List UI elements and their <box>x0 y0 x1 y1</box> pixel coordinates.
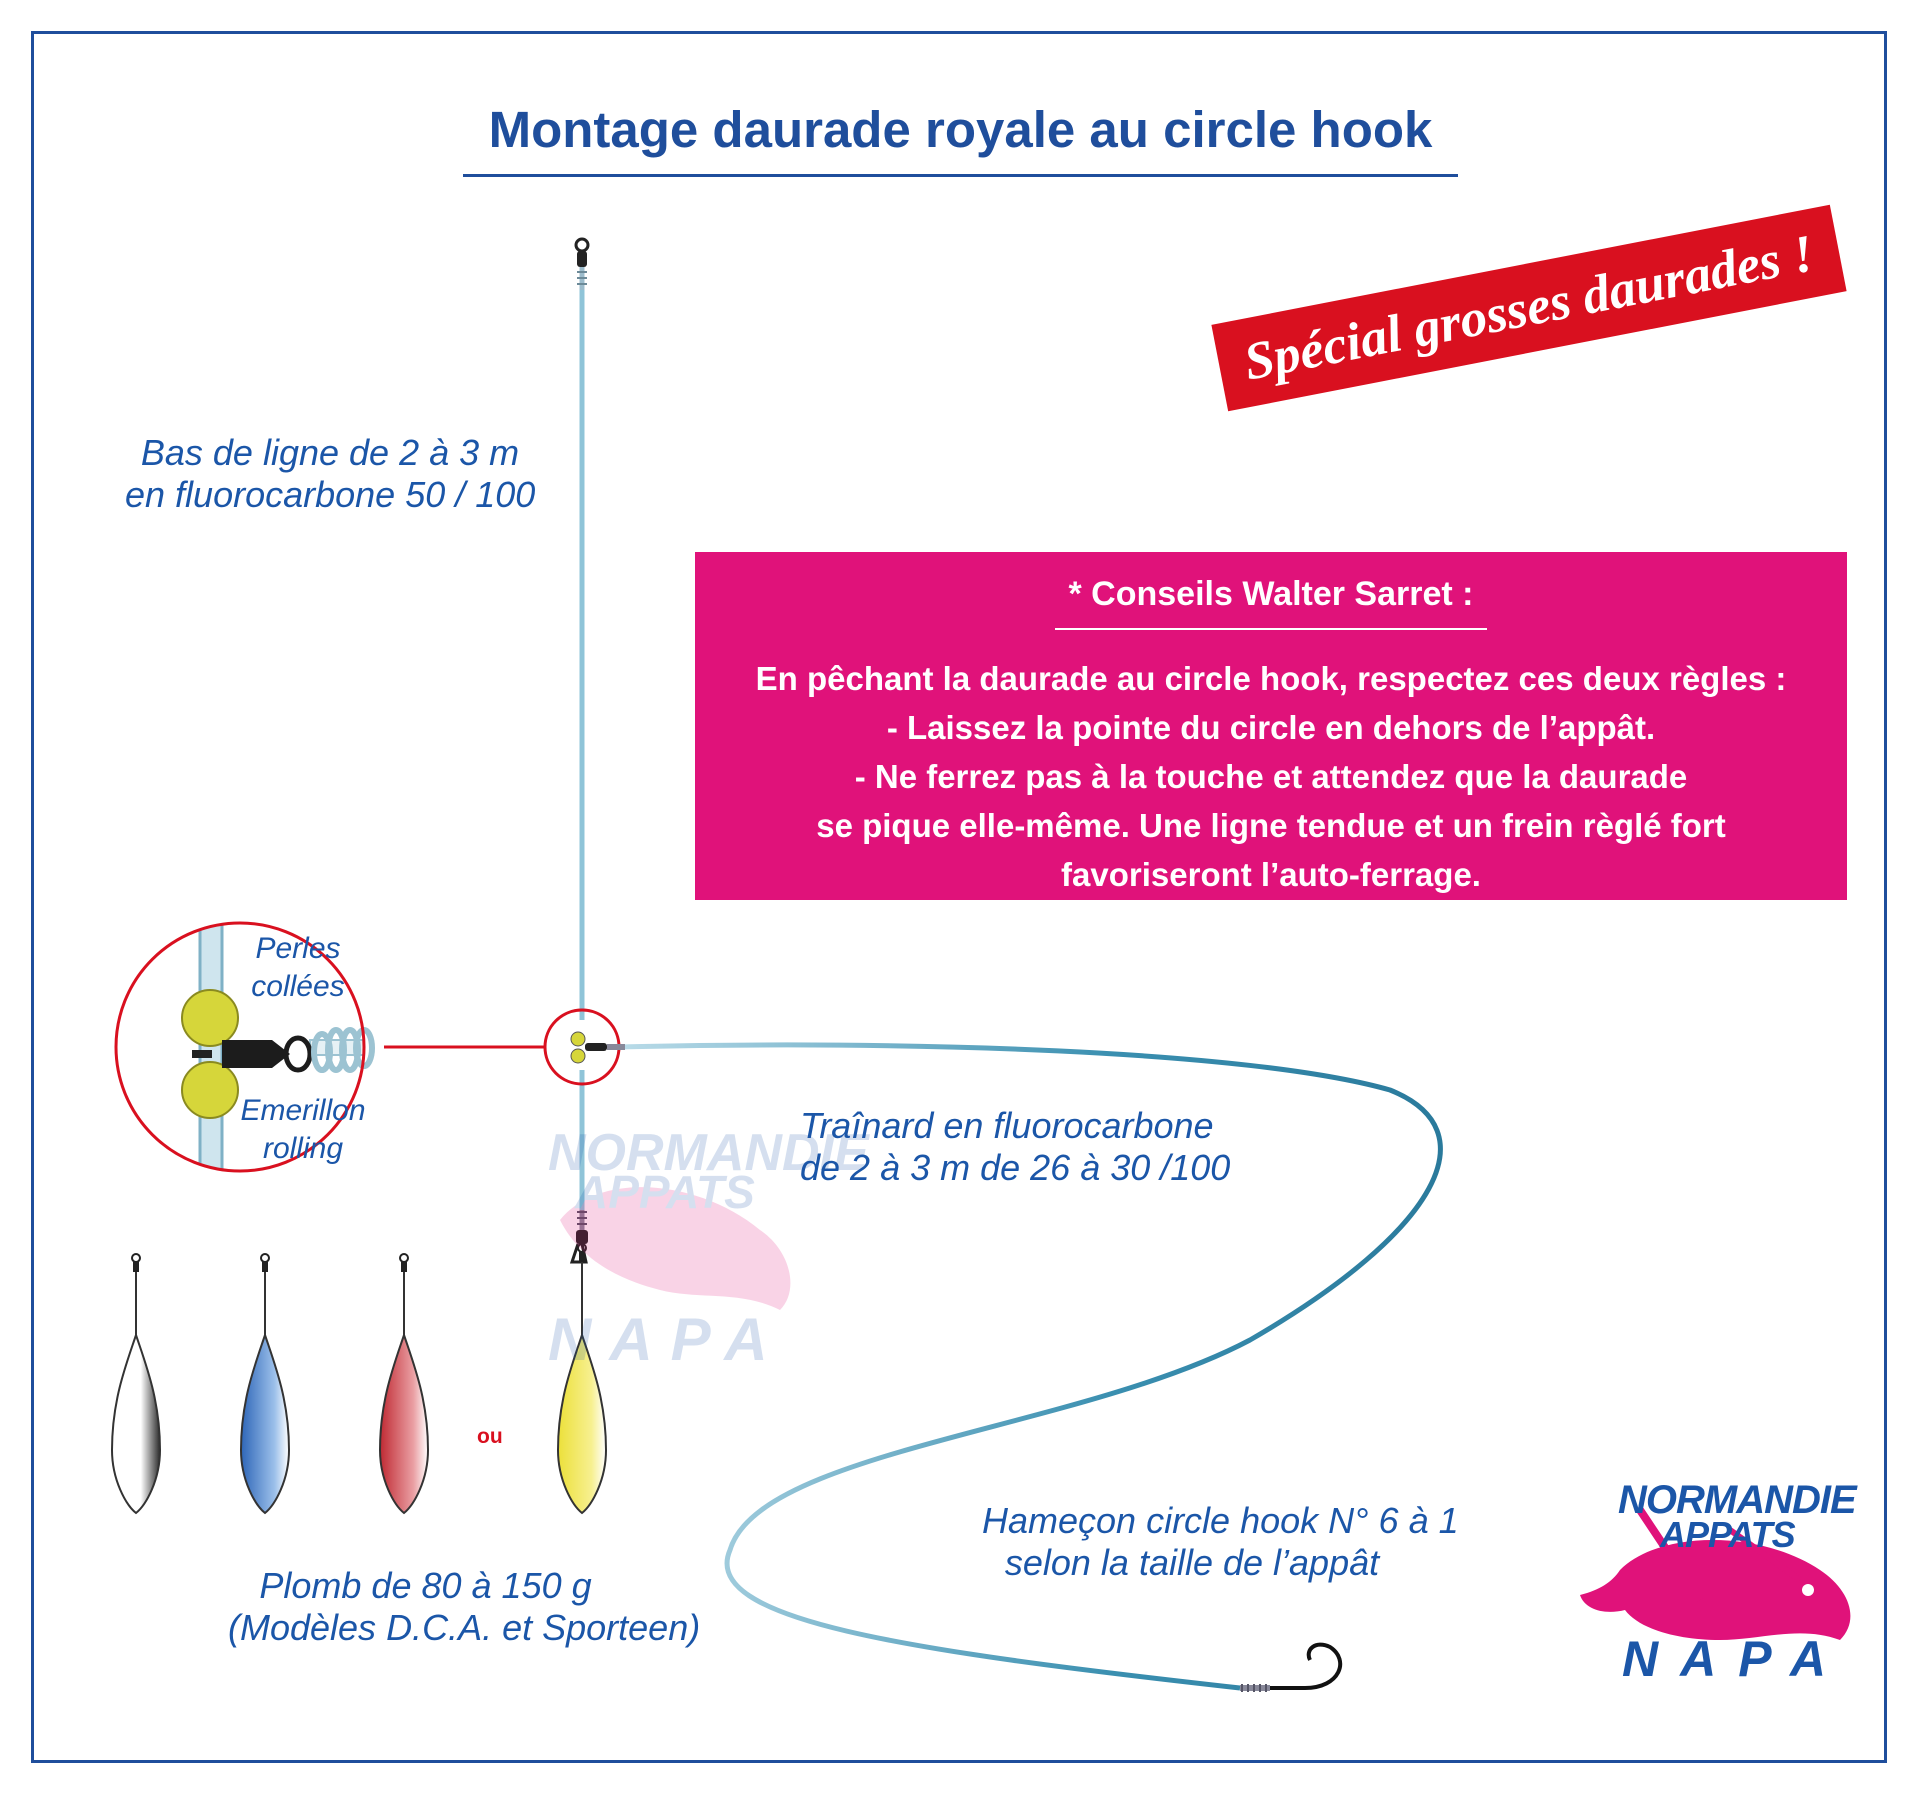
hook <box>1240 1642 1343 1692</box>
bead-bottom <box>181 1061 239 1119</box>
logo-line2: APPATS <box>1660 1514 1796 1555</box>
svg-text:NORMANDIE: NORMANDIE <box>548 1124 870 1182</box>
red-sinker <box>378 1253 430 1515</box>
bead-top <box>181 989 239 1047</box>
beads-label: Perles collées <box>251 932 345 1003</box>
advice-line: En pêchant la daurade au circle hook, re… <box>755 660 1787 697</box>
logo-fish-icon <box>1580 1507 1851 1640</box>
advice-line: - Ne ferrez pas à la touche et attendez … <box>854 758 1688 795</box>
advice-box: * Conseils Walter Sarret : En pêchant la… <box>695 552 1847 900</box>
knot-wraps <box>311 1027 375 1073</box>
logo-line3: NAPA <box>1622 1631 1848 1687</box>
leader-line <box>574 237 590 1212</box>
watermark: NORMANDIE APPATS NAPA <box>548 1124 870 1373</box>
junction-detail <box>543 1008 625 1086</box>
swivel-icon <box>222 1040 290 1068</box>
advice-line: favoriseront l’auto-ferrage. <box>1061 856 1481 893</box>
svg-text:NAPA: NAPA <box>548 1306 786 1373</box>
magnifier <box>114 921 375 1173</box>
white-sinker <box>110 1253 162 1515</box>
advice-line: - Laissez la pointe du circle en dehors … <box>886 709 1656 746</box>
logo-line1: NORMANDIE <box>1618 1478 1857 1522</box>
sinkers-group <box>110 1243 608 1515</box>
trailer-line <box>621 1042 1443 1691</box>
advice-title: * Conseils Walter Sarret : <box>1055 574 1487 630</box>
trailer-label: Traînard en fluorocarbone de 2 à 3 m de … <box>800 1105 1231 1188</box>
page-title: Montage daurade royale au circle hook <box>463 100 1458 177</box>
advice-line: se pique elle-même. Une ligne tendue et … <box>816 807 1726 844</box>
leader-label: Bas de ligne de 2 à 3 m en fluorocarbone… <box>125 432 536 515</box>
hook-label: Hameçon circle hook N° 6 à 1 selon la ta… <box>982 1500 1459 1583</box>
border-frame <box>31 31 1887 1763</box>
yellow-sinker <box>556 1243 608 1515</box>
swivel-label: Emerillon rolling <box>240 1094 366 1165</box>
or-label: ou <box>477 1425 503 1448</box>
advice-text: En pêchant la daurade au circle hook, re… <box>695 654 1847 899</box>
sinker-label: Plomb de 80 à 150 g (Modèles D.C.A. et S… <box>228 1565 701 1648</box>
svg-text:APPATS: APPATS <box>574 1166 755 1218</box>
blue-sinker <box>239 1253 291 1515</box>
swivel-body <box>192 1050 212 1058</box>
